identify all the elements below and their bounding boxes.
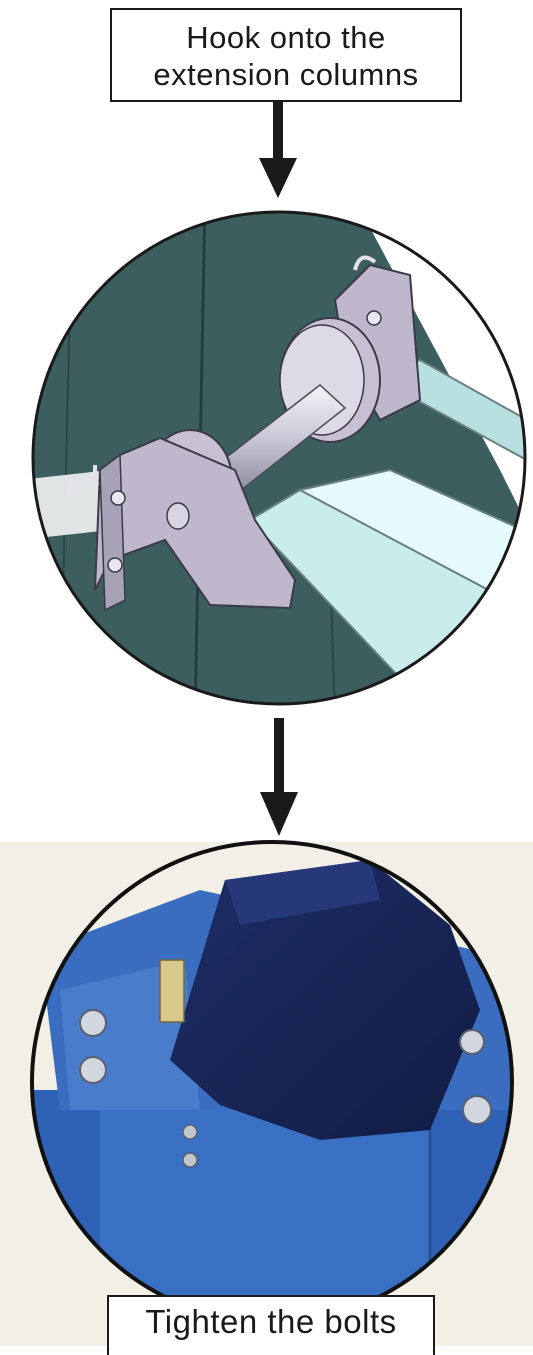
bottom-caption-box: Tighten the bolts [107, 1295, 435, 1355]
arrow-down-icon [260, 718, 298, 836]
arrow-down-icon [259, 102, 297, 198]
bottom-caption-text: Tighten the bolts [145, 1303, 396, 1340]
cad-detail-image [20, 200, 533, 720]
photo-detail-image [0, 842, 533, 1346]
